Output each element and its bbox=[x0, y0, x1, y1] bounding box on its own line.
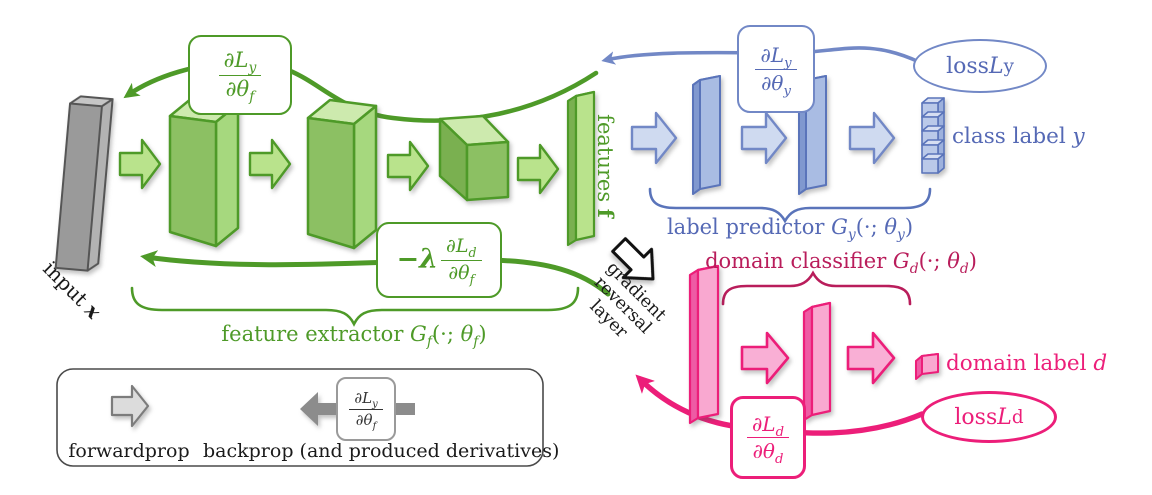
forward-arrow-blue-3 bbox=[848, 111, 896, 165]
gradient-reversal-arrow bbox=[611, 237, 655, 281]
legend-forward-arrow bbox=[110, 384, 150, 428]
class-score-stack bbox=[921, 97, 945, 174]
legend-backprop-stub bbox=[391, 403, 415, 415]
forward-arrow-pink-1 bbox=[740, 331, 790, 385]
legend-backprop-arrow bbox=[300, 392, 340, 426]
neg-lambda-prefix: −λ bbox=[396, 243, 439, 275]
conv-cube bbox=[438, 114, 510, 202]
forward-arrow-4 bbox=[516, 143, 560, 195]
forward-arrow-pink-2 bbox=[846, 331, 896, 385]
domain-label: domain label d bbox=[946, 351, 1108, 376]
forward-arrow-1 bbox=[118, 138, 162, 190]
forward-arrows-green bbox=[118, 138, 560, 195]
feature-extractor-label: feature extractor Gf(·; θf) bbox=[221, 322, 487, 351]
legend-box bbox=[56, 368, 544, 467]
grad-box-neg-lambda-dLd-dthf: −λ ∂Ld ∂θf bbox=[376, 222, 502, 298]
grad-box-dLy-dthy: ∂Ly ∂θy bbox=[737, 25, 815, 113]
domain-slab-2 bbox=[802, 301, 832, 422]
backprop-curve-ly-to-features bbox=[123, 59, 599, 123]
features-slab bbox=[566, 90, 596, 247]
forward-arrows-blue bbox=[630, 111, 896, 165]
label-predictor-label: label predictor Gy(·; θy) bbox=[666, 215, 914, 244]
domain-classifier-label: domain classifier Gd(·; θd) bbox=[705, 249, 977, 278]
domain-label-cube bbox=[915, 353, 939, 380]
label-predictor-brace bbox=[648, 187, 932, 224]
legend-grad-box: ∂Ly ∂θf bbox=[336, 377, 396, 441]
input-plate bbox=[54, 95, 114, 272]
domain-slab-1 bbox=[688, 264, 720, 425]
legend-backprop-label: backprop (and produced derivatives) bbox=[203, 440, 560, 462]
conv-plate-1 bbox=[168, 96, 240, 248]
forward-arrow-blue-1 bbox=[630, 111, 678, 165]
forward-arrow-2 bbox=[248, 138, 292, 190]
features-label: features f bbox=[593, 114, 618, 218]
forward-arrow-3 bbox=[386, 140, 430, 192]
feature-extractor-brace bbox=[130, 286, 580, 327]
legend-forwardprop-label: forwardprop bbox=[68, 440, 190, 462]
class-label: class label y bbox=[952, 124, 1085, 149]
grad-box-dLd-dthd: ∂Ld ∂θd bbox=[730, 396, 806, 479]
grad-box-dLy-dthf: ∂Ly ∂θf bbox=[188, 35, 292, 115]
forward-arrows-pink bbox=[740, 331, 896, 385]
domain-classifier-brace bbox=[721, 270, 912, 306]
forward-arrow-blue-2 bbox=[740, 111, 788, 165]
conv-plate-2 bbox=[306, 98, 378, 250]
dense-slab-1 bbox=[692, 75, 721, 195]
